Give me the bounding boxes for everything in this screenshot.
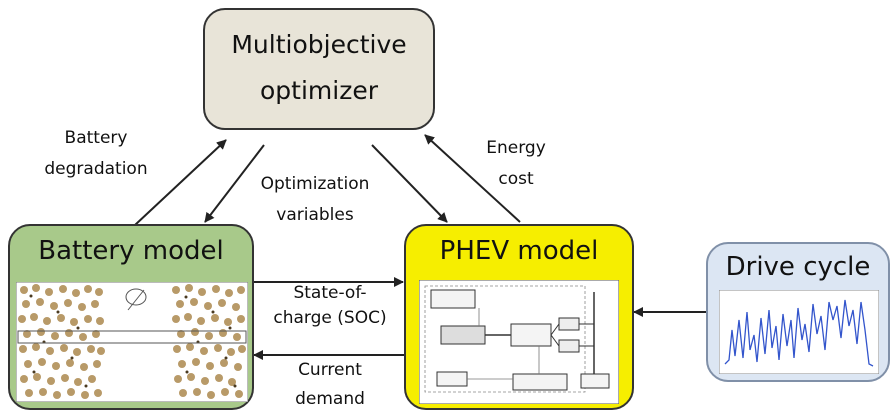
current-demand-line2: demand (295, 389, 365, 409)
arrow-optimizer-to-phev (371, 144, 448, 223)
phev-model-title: PHEV model (439, 236, 599, 266)
energy-cost-label: Energy cost (466, 136, 566, 192)
optimizer-title-line2: optimizer (260, 76, 378, 105)
energy-cost-line1: Energy (486, 138, 546, 158)
phev-model-box: PHEV model (404, 224, 634, 410)
phev-powertrain-schematic (419, 280, 619, 404)
arrow-phev-to-optimizer (424, 134, 521, 223)
battery-model-title: Battery model (38, 236, 224, 266)
battery-degradation-line2: degradation (44, 159, 148, 179)
optimization-variables-label: Optimization variables (248, 172, 382, 228)
energy-cost-line2: cost (498, 169, 534, 189)
optimization-variables-line1: Optimization (260, 174, 370, 194)
soc-label: State-of- charge (SOC) (260, 281, 400, 331)
battery-model-box: Battery model (8, 224, 254, 410)
optimizer-title-line1: Multiobjective (231, 30, 407, 59)
soc-line1: State-of- (293, 283, 367, 303)
battery-degradation-line1: Battery (64, 128, 128, 148)
drive-cycle-plot (719, 290, 879, 374)
optimization-variables-line2: variables (276, 205, 354, 225)
current-demand-label: Current demand (280, 358, 380, 412)
drive-cycle-title: Drive cycle (725, 252, 871, 282)
battery-degradation-label: Battery degradation (26, 126, 166, 182)
battery-cell-illustration (16, 282, 248, 402)
optimizer-box: Multiobjective optimizer (203, 8, 435, 130)
drive-cycle-box: Drive cycle (706, 242, 890, 382)
arrow-battery-to-optimizer (134, 139, 227, 226)
current-demand-line1: Current (298, 360, 362, 380)
soc-line2: charge (SOC) (273, 308, 387, 328)
arrow-optimizer-to-battery (204, 144, 265, 223)
